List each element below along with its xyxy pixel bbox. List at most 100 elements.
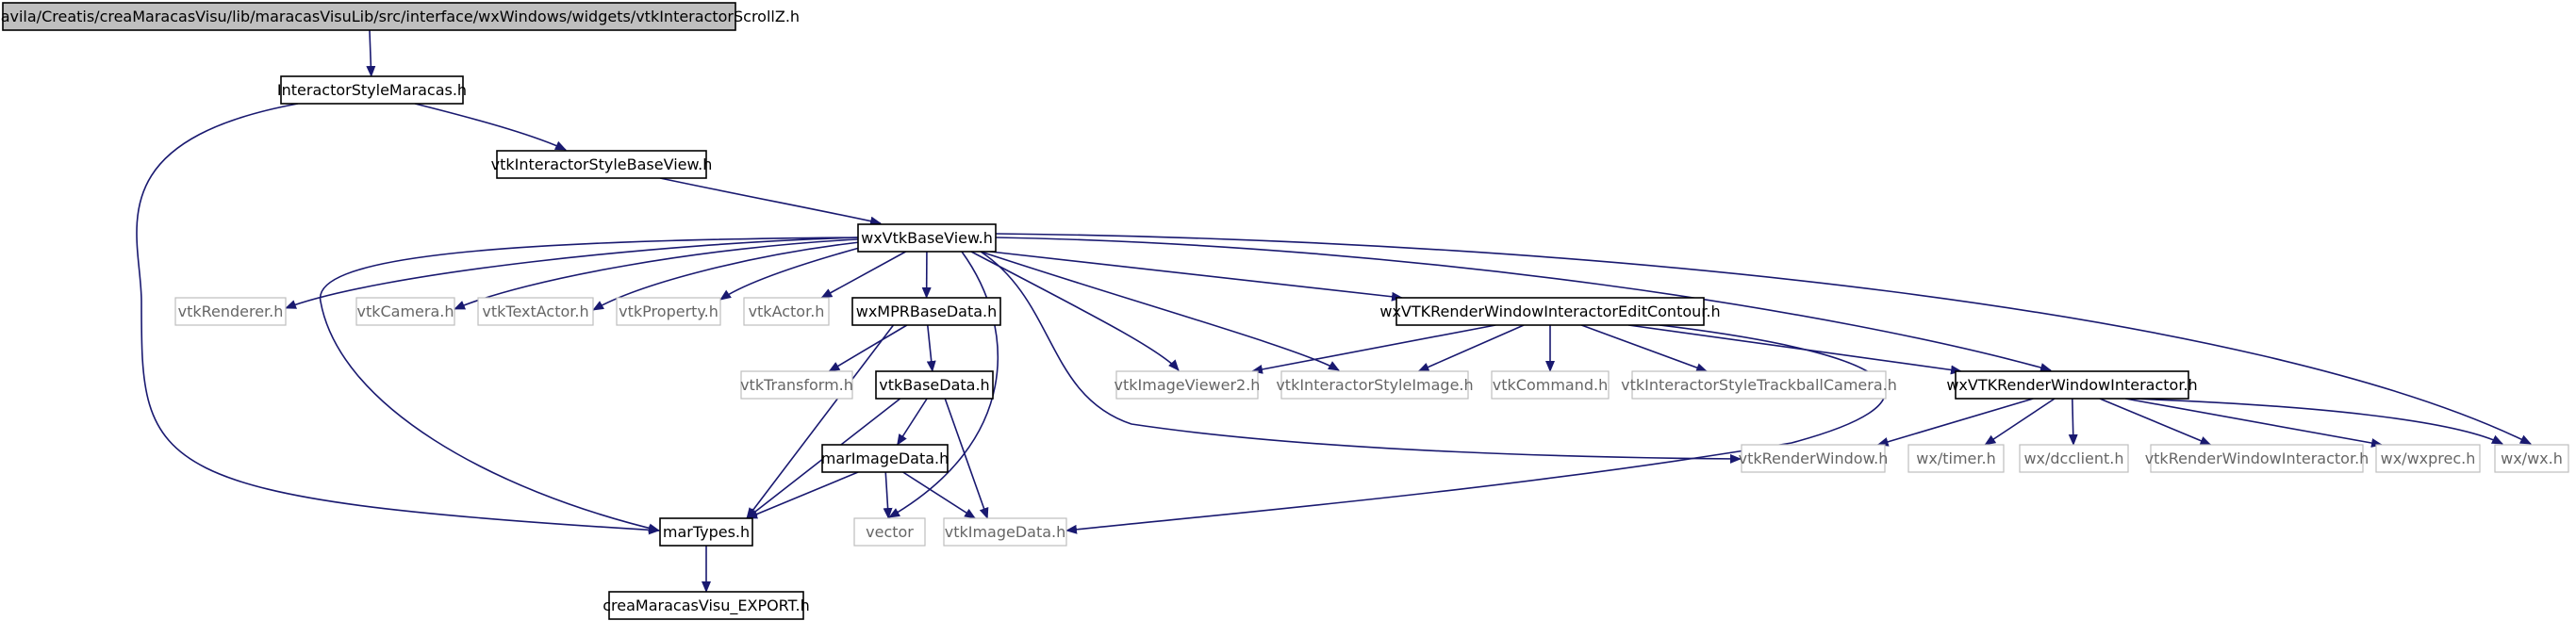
node-label: wxVtkBaseView.h <box>861 229 993 247</box>
node-box <box>743 297 830 326</box>
node-box <box>851 297 1001 326</box>
node-label: vtkImageData.h <box>945 523 1066 541</box>
node-box <box>2375 444 2481 473</box>
node-label: wx/wx.h <box>2501 449 2563 467</box>
edge-rwi-to-wx <box>2130 398 2503 445</box>
node-basedata[interactable]: vtkBaseData.h <box>875 370 994 400</box>
node-label: wxVTKRenderWindowInteractor.h <box>1946 376 2197 394</box>
edge-wxvbv-to-viewer2 <box>970 251 1180 371</box>
node-box <box>2 2 736 31</box>
edge-marimage-to-martypes <box>746 471 859 519</box>
edge-editcontour-to-viewer2 <box>1251 324 1496 374</box>
node-box <box>875 370 994 400</box>
node-label: vtkActor.h <box>749 302 825 320</box>
node-renderwindow: vtkRenderWindow.h <box>1739 444 1889 473</box>
node-mpr[interactable]: wxMPRBaseData.h <box>851 297 1001 326</box>
edge-isbv-to-wxvbv <box>659 177 882 226</box>
node-box <box>740 370 853 400</box>
node-vector: vector <box>853 517 926 547</box>
node-label: wxVTKRenderWindowInteractorEditContour.h <box>1379 302 1720 320</box>
edge-marimage-to-imagedata <box>902 471 976 519</box>
edge-rwi-to-wxprec <box>2124 398 2383 448</box>
edge-wxvbv-to-rwi <box>995 237 2052 372</box>
node-root[interactable]: /Users/davila/Creatis/creaMaracasVisu/li… <box>0 2 800 31</box>
node-label: vtkInteractorStyleImage.h <box>1276 376 1473 394</box>
node-label: vtkCamera.h <box>356 302 454 320</box>
node-box <box>355 297 455 326</box>
node-dcclient: wx/dcclient.h <box>2019 444 2129 473</box>
edge-basedata-to-imagedata <box>944 398 989 519</box>
node-box <box>853 517 926 547</box>
node-box <box>2019 444 2129 473</box>
node-label: marImageData.h <box>821 449 949 467</box>
node-textactor: vtkTextActor.h <box>477 297 594 326</box>
node-box <box>496 150 707 179</box>
node-label: vtkProperty.h <box>619 302 718 320</box>
node-label: vtkRenderWindowInteractor.h <box>2145 449 2370 467</box>
edge-editcontour-to-isimage <box>1417 324 1525 372</box>
node-label: vtkBaseData.h <box>879 376 989 394</box>
node-label: wx/timer.h <box>1916 449 1995 467</box>
node-wxprec: wx/wxprec.h <box>2375 444 2481 473</box>
node-isbv[interactable]: vtkInteractorStyleBaseView.h <box>491 150 713 179</box>
node-actor: vtkActor.h <box>743 297 830 326</box>
node-marimage[interactable]: marImageData.h <box>821 444 949 473</box>
edge-basedata-to-marimage <box>896 398 928 446</box>
edge-wxvbv-to-isimage <box>980 251 1340 371</box>
edge-editcontour-to-rwi <box>1627 324 1962 375</box>
node-rwi[interactable]: wxVTKRenderWindowInteractor.h <box>1946 370 2198 400</box>
edge-mpr-to-basedata <box>926 324 936 372</box>
node-box <box>174 297 287 326</box>
edge-wxvbv-to-editcontour <box>989 251 1403 302</box>
node-box <box>1491 370 1610 400</box>
node-box <box>1280 370 1469 400</box>
node-box <box>1955 370 2189 400</box>
node-editcontour[interactable]: wxVTKRenderWindowInteractorEditContour.h <box>1379 297 1721 326</box>
node-label: creaMaracasVisu_EXPORT.h <box>603 596 809 615</box>
node-label: InteractorStyleMaracas.h <box>277 81 467 99</box>
node-export[interactable]: creaMaracasVisu_EXPORT.h <box>603 591 810 620</box>
edge-ism-to-martypes <box>136 103 660 535</box>
node-label: /Users/davila/Creatis/creaMaracasVisu/li… <box>0 8 800 25</box>
node-camera: vtkCamera.h <box>355 297 455 326</box>
edge-wxvbv-to-actor <box>820 251 907 299</box>
node-box <box>943 517 1067 547</box>
node-box <box>1631 370 1887 400</box>
node-label: wx/dcclient.h <box>2023 449 2123 467</box>
node-viewer2: vtkImageViewer2.h <box>1115 370 1260 400</box>
edge-wxvbv-to-property <box>719 246 864 301</box>
node-command: vtkCommand.h <box>1491 370 1610 400</box>
node-box <box>280 75 464 105</box>
node-wxvbv[interactable]: wxVtkBaseView.h <box>857 223 997 253</box>
edge-wxvbv-to-wx <box>995 233 2532 445</box>
node-box <box>616 297 721 326</box>
node-label: vtkInteractorStyleTrackballCamera.h <box>1621 376 1897 394</box>
node-label: vtkRenderWindow.h <box>1739 449 1889 467</box>
edge-mpr-to-transform <box>828 324 908 372</box>
edge-root-to-ism <box>366 29 376 77</box>
node-box <box>857 223 997 253</box>
node-label: vtkTransform.h <box>740 376 853 394</box>
node-renderer: vtkRenderer.h <box>174 297 287 326</box>
edge-rwi-to-vtkrwi <box>2099 398 2212 446</box>
node-wx: wx/wx.h <box>2494 444 2569 473</box>
edge-rwi-to-renderwindow <box>1876 398 2034 447</box>
node-label: vtkTextActor.h <box>482 302 588 320</box>
node-label: vtkCommand.h <box>1493 376 1608 394</box>
edge-rwi-to-dcclient <box>2068 398 2078 446</box>
edge-marimage-to-vector <box>883 471 893 519</box>
node-ism[interactable]: InteractorStyleMaracas.h <box>277 75 467 105</box>
node-box <box>2150 444 2364 473</box>
node-label: wx/wxprec.h <box>2381 449 2476 467</box>
node-label: wxMPRBaseData.h <box>856 302 998 320</box>
node-box <box>1741 444 1886 473</box>
node-imagedata: vtkImageData.h <box>943 517 1067 547</box>
edge-editcontour-to-imagedata <box>1065 324 1886 534</box>
node-transform: vtkTransform.h <box>740 370 853 400</box>
node-martypes[interactable]: marTypes.h <box>659 517 753 547</box>
node-box <box>608 591 804 620</box>
node-trackball: vtkInteractorStyleTrackballCamera.h <box>1621 370 1897 400</box>
